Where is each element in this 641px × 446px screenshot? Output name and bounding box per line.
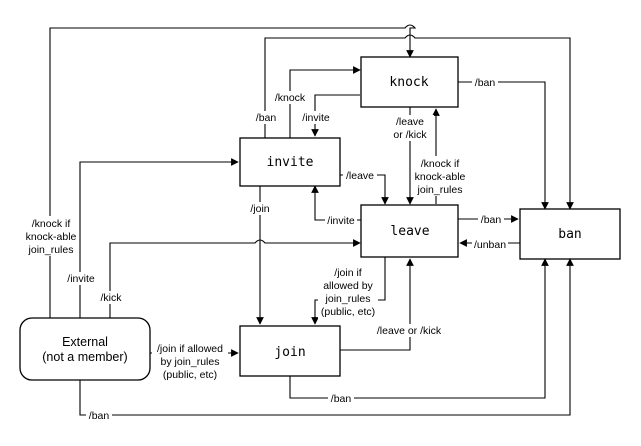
label-invite-to-join: /join: [250, 203, 269, 215]
label-ban-top: /ban: [256, 112, 277, 124]
state-leave-label: leave: [390, 224, 429, 239]
label-leave-to-join-2: allowed by: [323, 280, 373, 292]
edge-knock-to-ban: [458, 81, 549, 210]
label-knock-to-invite: /invite: [302, 112, 330, 124]
label-external-knock-2: knock-able: [26, 231, 77, 243]
state-knock-box: [360, 56, 459, 108]
label-external-kick: /kick: [101, 292, 123, 304]
label-leave-to-knock-3: join_rules: [417, 184, 463, 196]
edge-invite-to-knock: [289, 66, 361, 138]
label-external-to-join-3: (public, etc): [163, 369, 217, 381]
label-leave-to-invite: /invite: [327, 215, 355, 227]
state-ban-box: [519, 208, 621, 260]
label-knock-to-leave-2: or /kick: [393, 129, 427, 141]
state-knock-label: knock: [389, 75, 428, 90]
state-invite-box: [239, 137, 341, 187]
label-leave-to-join-3: join_rules: [325, 293, 371, 305]
label-join-to-ban: /ban: [331, 393, 352, 405]
edge-external-to-leave: [109, 239, 361, 318]
label-external-invite: /invite: [67, 273, 95, 285]
state-join-box: [239, 325, 341, 377]
edge-external-to-invite: [79, 158, 239, 318]
label-leave-to-knock-1: /knock if: [421, 158, 460, 170]
edge-external-to-knock-top: [49, 24, 417, 318]
label-invite-to-leave: /leave: [346, 170, 374, 182]
label-leave-to-join-4: (public, etc): [321, 306, 375, 318]
label-external-to-join-1: /join if allowed: [157, 343, 223, 355]
label-knock-to-leave-1: /leave: [396, 116, 424, 128]
label-external-to-join-2: by join_rules: [161, 356, 220, 368]
state-leave-box: [360, 204, 459, 258]
edge-invite-to-ban-top: [264, 34, 574, 210]
label-leave-to-ban: /ban: [481, 214, 502, 226]
label-external-to-ban: /ban: [89, 410, 110, 422]
label-external-knock-3: join_rules: [28, 244, 74, 256]
label-join-to-leave: /leave or /kick: [377, 325, 442, 337]
label-leave-to-knock-2: knock-able: [415, 171, 466, 183]
state-external-label-1: External: [62, 335, 108, 349]
state-external-box: [19, 317, 151, 381]
label-external-knock-1: /knock if: [32, 218, 71, 230]
edge-external-to-ban: [79, 258, 574, 416]
state-join-label: join: [274, 345, 305, 360]
label-invite-to-knock: /knock: [275, 92, 306, 104]
edge-join-to-ban: [289, 258, 549, 399]
state-ban-label: ban: [558, 227, 581, 242]
state-external-label-2: (not a member): [42, 350, 127, 364]
state-invite-label: invite: [267, 155, 314, 170]
edge-join-to-leave: [340, 258, 414, 351]
label-leave-to-join-1: /join if: [334, 267, 362, 279]
label-ban-to-leave: /unban: [474, 239, 506, 251]
label-knock-to-ban: /ban: [475, 77, 496, 89]
